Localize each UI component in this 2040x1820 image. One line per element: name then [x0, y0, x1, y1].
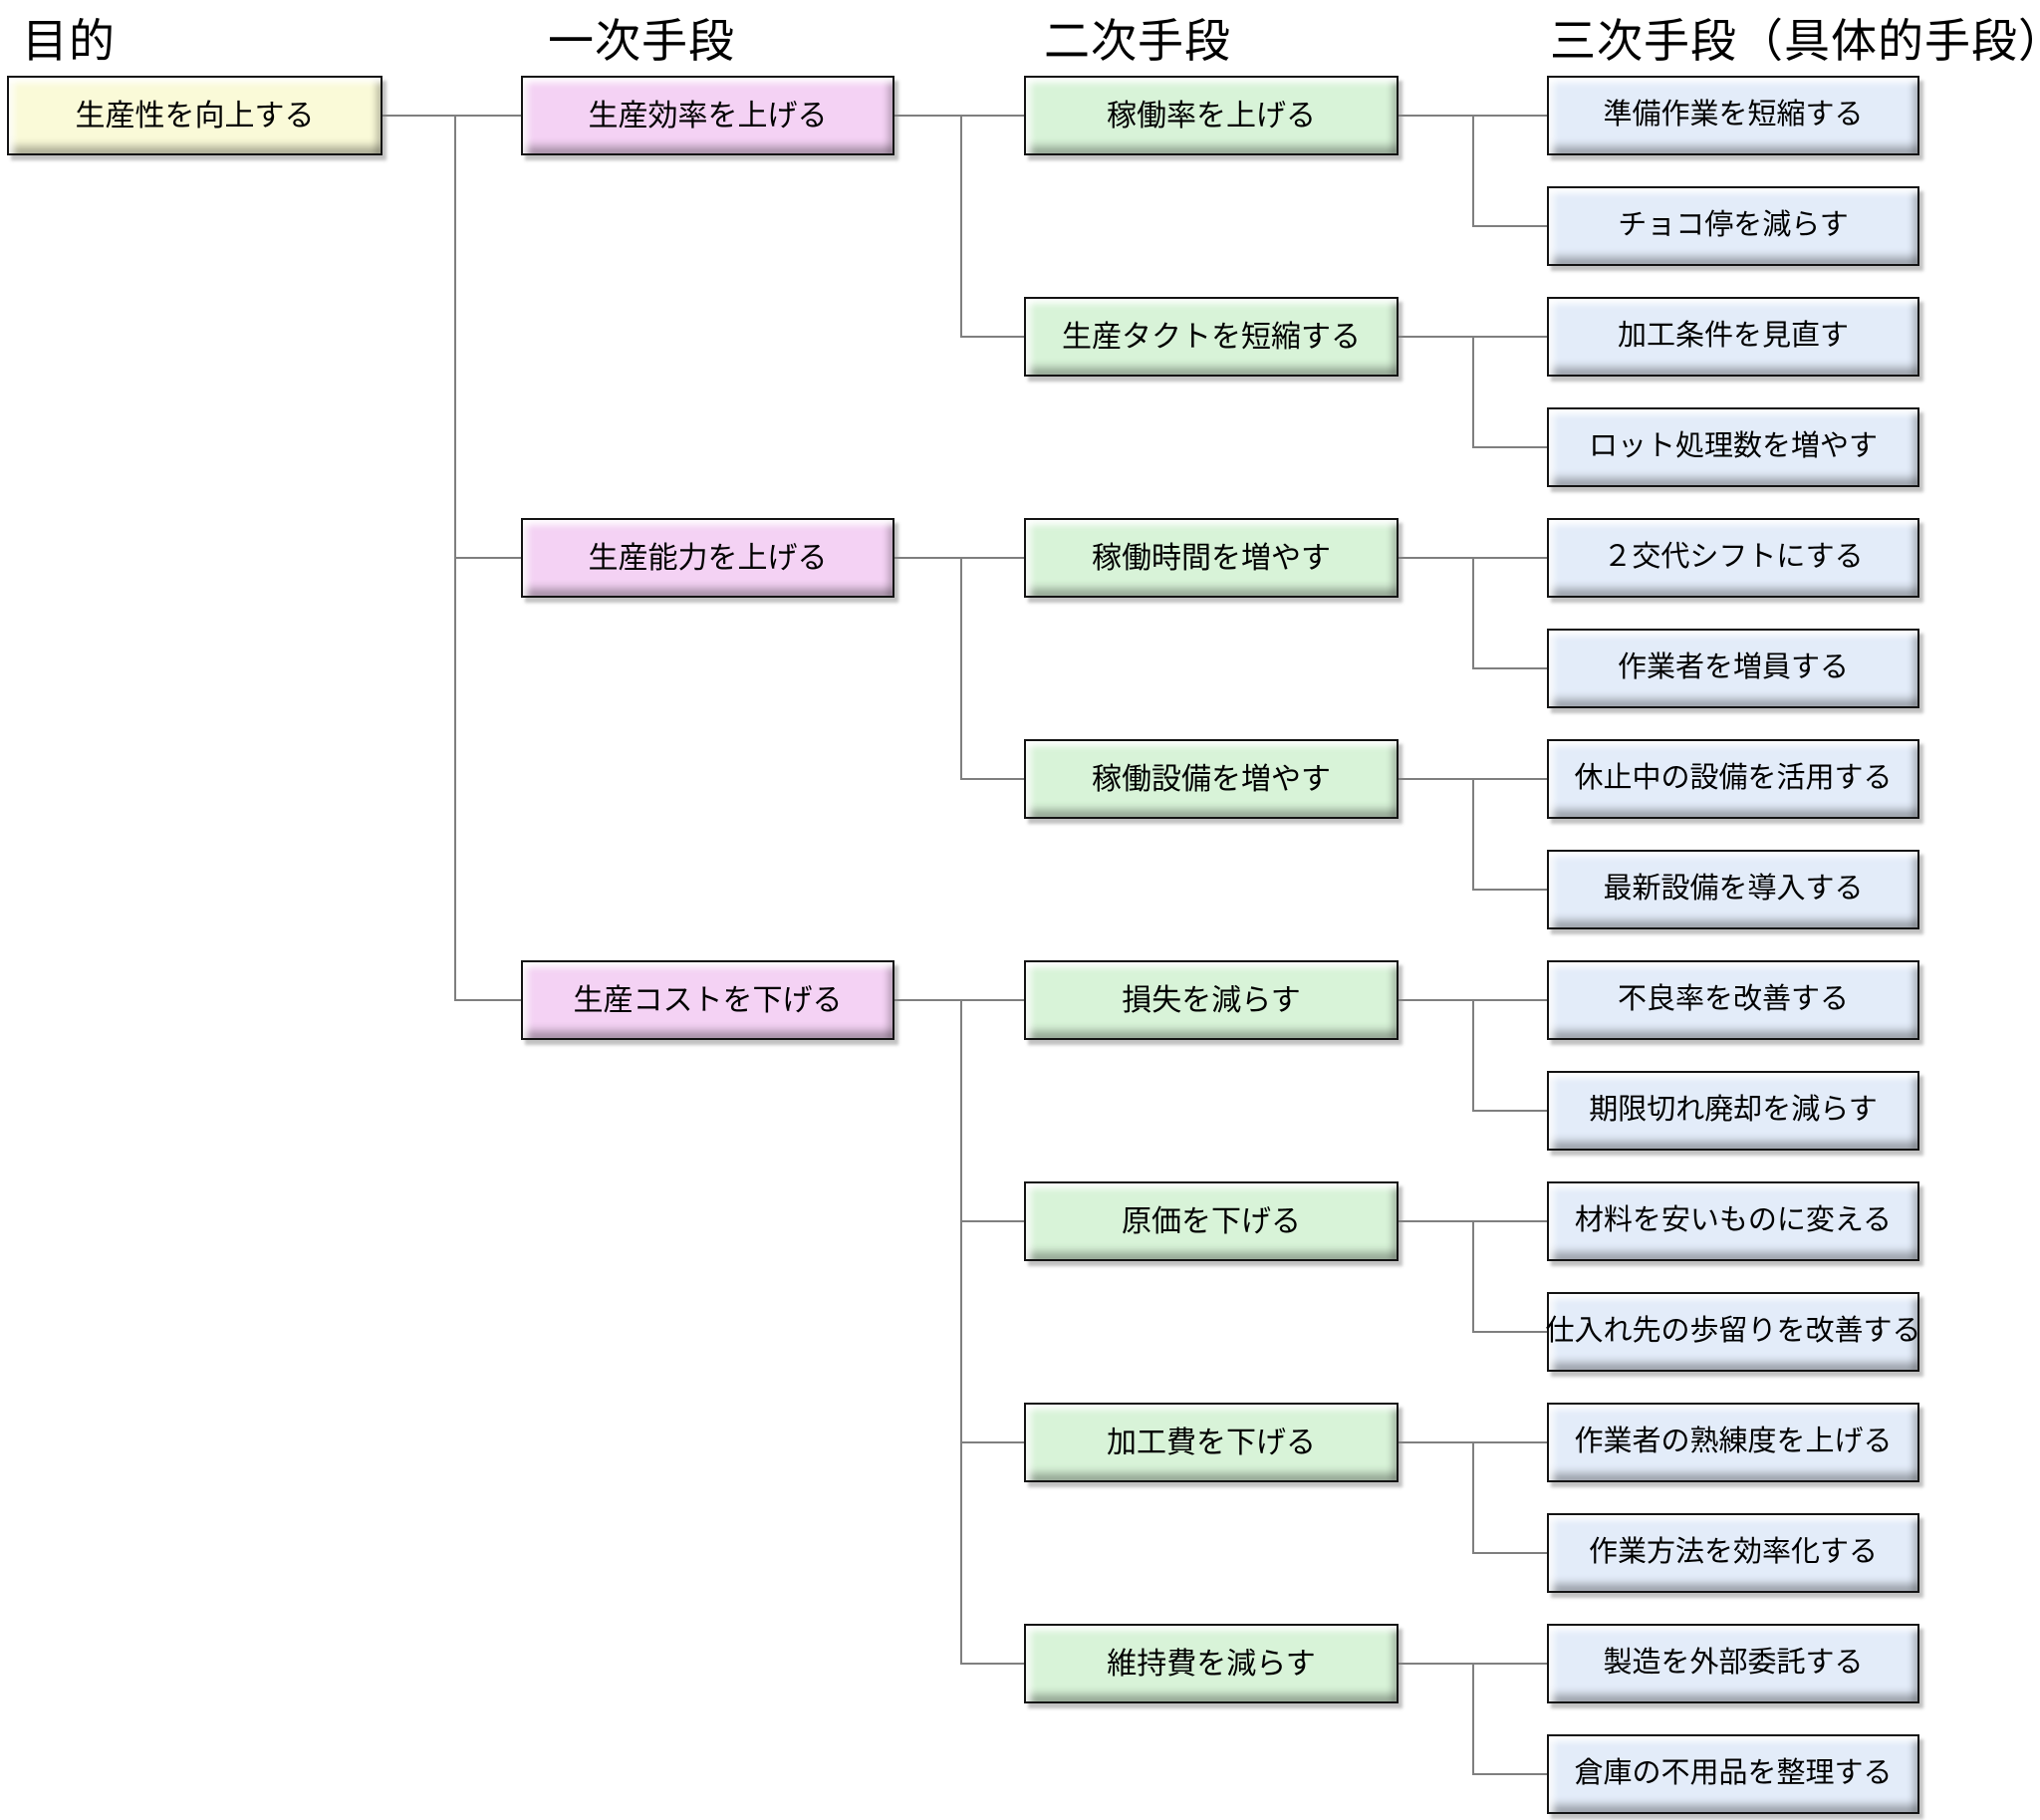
connector-line — [961, 778, 1024, 780]
secondary-box-7: 加工費を下げる — [1024, 1403, 1399, 1482]
connector-line — [894, 115, 1024, 117]
connector-line — [894, 557, 1024, 559]
tertiary-box-3: 加工条件を見直す — [1547, 297, 1919, 377]
connector-line — [960, 999, 962, 1665]
column-header-primary: 一次手段 — [548, 15, 735, 67]
connector-line — [1473, 889, 1547, 891]
connector-line — [455, 999, 521, 1001]
primary-box-1: 生産効率を上げる — [521, 76, 894, 155]
tertiary-box-16: 倉庫の不用品を整理する — [1547, 1734, 1919, 1814]
connector-line — [960, 557, 962, 780]
connector-line — [1472, 1220, 1474, 1333]
connector-line — [960, 115, 962, 338]
connector-line — [1473, 667, 1547, 669]
tertiary-box-9: 不良率を改善する — [1547, 960, 1919, 1040]
secondary-box-5: 損失を減らす — [1024, 960, 1399, 1040]
connector-line — [1473, 225, 1547, 227]
tertiary-box-1: 準備作業を短縮する — [1547, 76, 1919, 155]
tertiary-box-15: 製造を外部委託する — [1547, 1624, 1919, 1703]
connector-line — [1473, 1110, 1547, 1112]
column-header-goal: 目的 — [22, 15, 116, 67]
tertiary-box-14: 作業方法を効率化する — [1547, 1513, 1919, 1593]
secondary-box-3: 稼働時間を増やす — [1024, 518, 1399, 598]
tertiary-box-11: 材料を安いものに変える — [1547, 1181, 1919, 1261]
connector-line — [894, 999, 1024, 1001]
primary-box-3: 生産コストを下げる — [521, 960, 894, 1040]
connector-line — [1473, 1552, 1547, 1554]
connector-line — [455, 557, 521, 559]
goal-box: 生産性を向上する — [7, 76, 382, 155]
secondary-box-2: 生産タクトを短縮する — [1024, 297, 1399, 377]
tertiary-box-2: チョコ停を減らす — [1547, 186, 1919, 266]
tertiary-box-5: ２交代シフトにする — [1547, 518, 1919, 598]
secondary-box-8: 維持費を減らす — [1024, 1624, 1399, 1703]
connector-line — [961, 1220, 1024, 1222]
tertiary-box-12: 仕入れ先の歩留りを改善する — [1546, 1292, 1921, 1372]
connector-line — [1472, 778, 1474, 891]
secondary-box-1: 稼働率を上げる — [1024, 76, 1399, 155]
tertiary-box-6: 作業者を増員する — [1547, 629, 1919, 708]
secondary-box-6: 原価を下げる — [1024, 1181, 1399, 1261]
column-header-tertiary: 三次手段（具体的手段） — [1550, 15, 2040, 67]
column-header-secondary: 二次手段 — [1044, 15, 1231, 67]
connector-line — [961, 1663, 1024, 1665]
tertiary-box-7: 休止中の設備を活用する — [1547, 739, 1919, 819]
secondary-box-4: 稼働設備を増やす — [1024, 739, 1399, 819]
connector-line — [1472, 336, 1474, 448]
connector-line — [961, 336, 1024, 338]
connector-line — [1472, 999, 1474, 1112]
connector-line — [961, 1441, 1024, 1443]
connector-line — [1472, 1663, 1474, 1775]
connector-line — [1472, 557, 1474, 669]
primary-box-2: 生産能力を上げる — [521, 518, 894, 598]
connector-line — [1473, 1773, 1547, 1775]
connector-line — [1473, 1331, 1547, 1333]
tertiary-box-10: 期限切れ廃却を減らす — [1547, 1071, 1919, 1151]
tertiary-box-13: 作業者の熟練度を上げる — [1547, 1403, 1919, 1482]
tertiary-box-4: ロット処理数を増やす — [1547, 407, 1919, 487]
connector-line — [1472, 115, 1474, 227]
connector-line — [382, 115, 521, 117]
tertiary-box-8: 最新設備を導入する — [1547, 850, 1919, 929]
connector-line — [454, 115, 456, 1001]
connector-line — [1473, 446, 1547, 448]
connector-line — [1472, 1441, 1474, 1554]
